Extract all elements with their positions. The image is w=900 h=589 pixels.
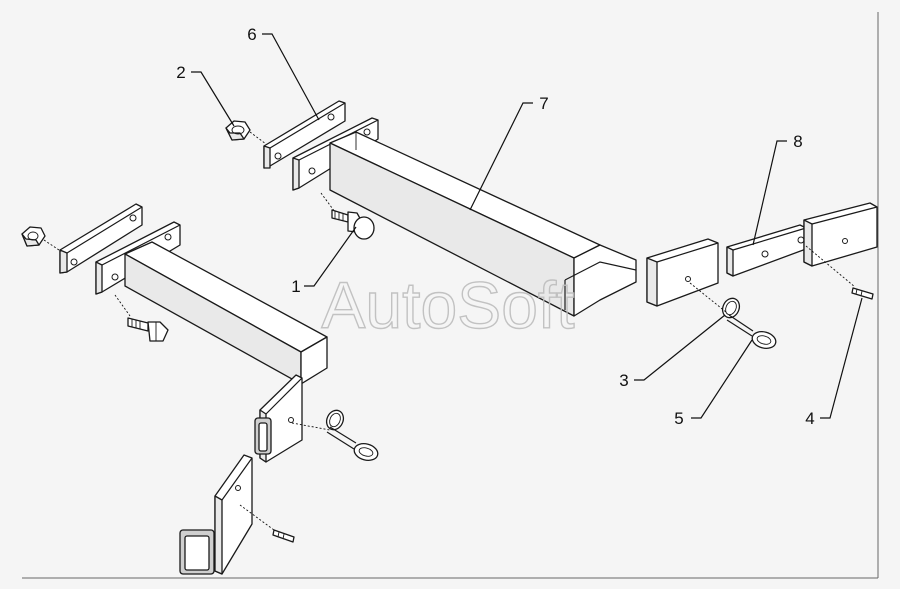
callout-4: 4 xyxy=(805,409,814,428)
plate-6 xyxy=(263,100,346,169)
leader-6 xyxy=(262,33,320,121)
axis-ring-left xyxy=(291,422,331,431)
spring-pin-left xyxy=(272,529,295,543)
beam-left xyxy=(124,241,328,385)
ring-3 xyxy=(721,297,741,319)
leader-2 xyxy=(191,71,235,127)
callout-5: 5 xyxy=(674,409,683,428)
leader-8 xyxy=(752,140,787,246)
axis-nut-left xyxy=(43,239,63,253)
nut-left xyxy=(21,226,46,247)
leader-5 xyxy=(691,339,753,419)
bolt-left xyxy=(114,294,169,342)
nut-right xyxy=(225,120,251,141)
callout-1: 1 xyxy=(291,277,300,296)
ring-left xyxy=(325,409,345,431)
pin-left xyxy=(326,426,379,461)
callout-7: 7 xyxy=(539,94,548,113)
callout-6: 6 xyxy=(247,25,256,44)
axis-pin-left xyxy=(239,504,275,531)
callout-2: 2 xyxy=(176,63,185,82)
sleeve-right xyxy=(646,238,719,307)
leader-7 xyxy=(469,102,533,211)
pin-5 xyxy=(726,314,777,349)
spring-pin-4 xyxy=(851,287,874,300)
plate-left xyxy=(59,203,143,274)
plate-8 xyxy=(726,224,807,277)
axis-pin-4 xyxy=(805,245,856,288)
axis-nut-right xyxy=(249,131,267,145)
watermark-text: AutoSoft xyxy=(321,268,574,342)
bracket-left-lower xyxy=(179,454,253,575)
callout-3: 3 xyxy=(619,371,628,390)
bracket-right-end xyxy=(803,202,878,267)
leader-4 xyxy=(820,297,863,419)
sleeve-left-upper xyxy=(254,374,303,463)
beam-7 xyxy=(329,131,637,317)
leader-3 xyxy=(634,314,726,381)
callout-8: 8 xyxy=(793,132,802,151)
leader-1 xyxy=(304,226,357,287)
bolt-1 xyxy=(320,192,375,240)
